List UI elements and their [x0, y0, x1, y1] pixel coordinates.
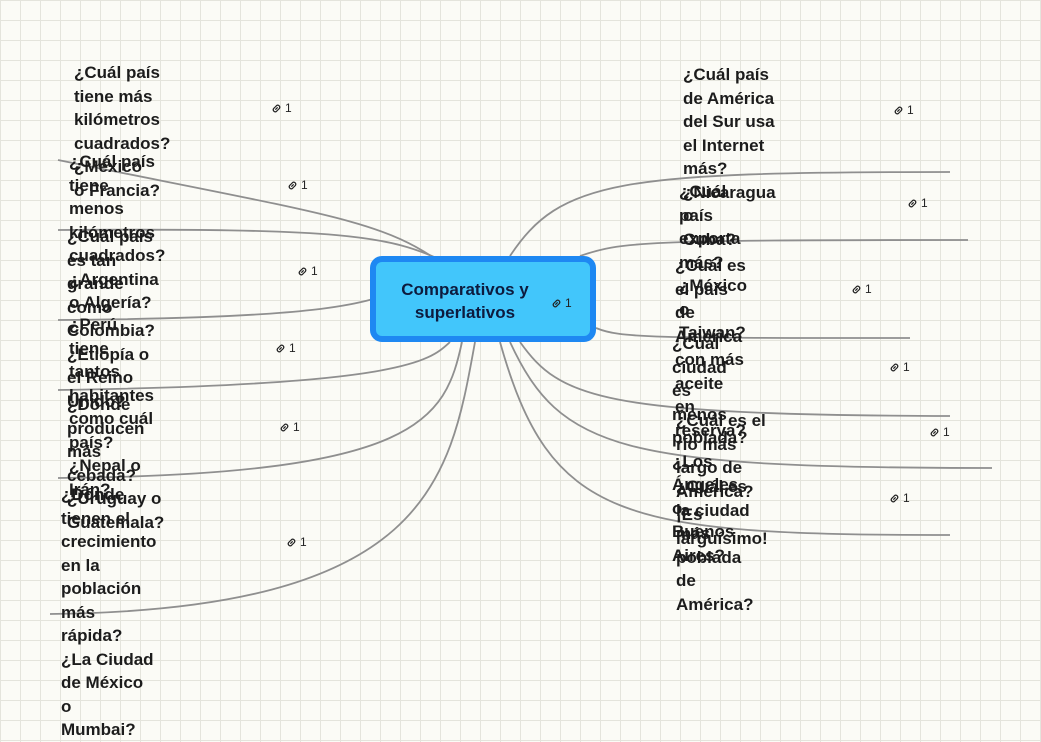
link-count: 1	[301, 178, 308, 192]
topic-link-left-6[interactable]: 1	[285, 535, 307, 549]
link-icon	[894, 106, 903, 114]
link-count: 1	[943, 425, 950, 439]
topic-label: ¿Cuál es el país de América con más acei…	[675, 256, 746, 440]
link-icon	[287, 538, 296, 546]
link-count: 1	[903, 360, 910, 374]
link-icon	[930, 428, 939, 436]
link-count: 1	[903, 491, 910, 505]
link-icon	[272, 104, 281, 112]
topic-label: ¿Cuál país tiene más kilómetros cuadrado…	[74, 63, 171, 200]
central-topic[interactable]: Comparativos y superlativos 1	[370, 256, 596, 342]
link-icon	[288, 181, 297, 189]
link-icon	[890, 363, 899, 371]
central-topic-label: Comparativos y superlativos	[401, 280, 529, 322]
topic-label: ¿Cuál país de América del Sur usa el Int…	[683, 65, 776, 249]
link-count: 1	[289, 341, 296, 355]
connector-right-6	[499, 341, 951, 536]
topic-label: ¿Cuál es el río más largo de América? ¡E…	[676, 411, 768, 548]
topic-label: ¿Cuál ciudad es menos poblada? ¿Los Ánge…	[672, 334, 748, 565]
topic-link-right-4[interactable]: 1	[888, 360, 910, 374]
link-icon	[908, 199, 917, 207]
topic-label: ¿Cuál país es tan grande como Colombia? …	[67, 227, 155, 411]
link-count: 1	[300, 535, 307, 549]
link-icon	[298, 267, 307, 275]
topic-link-right-1[interactable]: 1	[892, 103, 914, 117]
topic-label: ¿Dónde producen más cebada? ¿Uruguay o G…	[67, 395, 165, 532]
topic-link-left-2[interactable]: 1	[286, 178, 308, 192]
link-icon	[852, 285, 861, 293]
topic-label: ¿Dónde tienen el crecimiento en la pobla…	[61, 485, 157, 739]
topic-link-left-5[interactable]: 1	[278, 420, 300, 434]
topic-link-right-3[interactable]: 1	[850, 282, 872, 296]
topic-label: ¿Perú tiene tantos habitantes como cuál …	[69, 315, 155, 499]
topic-link-right-6[interactable]: 1	[888, 491, 910, 505]
connector-right-2	[579, 239, 969, 257]
connector-right-3	[595, 327, 911, 339]
link-count: 1	[865, 282, 872, 296]
link-count: 1	[565, 296, 572, 310]
topic-label: ¿Cuál es la ciudad más poblada de Améric…	[676, 477, 754, 614]
link-count: 1	[293, 420, 300, 434]
connector-right-5	[509, 341, 993, 469]
topic-link-left-1[interactable]: 1	[270, 101, 292, 115]
connector-left-5	[57, 341, 463, 479]
topic-link-left-4[interactable]: 1	[274, 341, 296, 355]
topic-link-right-2[interactable]: 1	[906, 196, 928, 210]
connector-left-1	[57, 159, 441, 263]
connector-left-6	[49, 341, 476, 615]
topic-link-left-3[interactable]: 1	[296, 264, 318, 278]
connector-right-1	[509, 171, 951, 257]
connector-right-4	[519, 341, 951, 417]
link-count: 1	[285, 101, 292, 115]
link-icon	[552, 299, 561, 307]
topic-link-right-5[interactable]: 1	[928, 425, 950, 439]
central-topic-link[interactable]: 1	[550, 296, 572, 310]
topic-label: ¿Cuál país tiene menos kilómetros cuadra…	[69, 152, 166, 312]
connector-left-2	[57, 228, 446, 263]
link-count: 1	[311, 264, 318, 278]
link-icon	[276, 344, 285, 352]
link-icon	[890, 494, 899, 502]
topic-label: ¿Cuál país exporta más? ¿México o Taiwan…	[679, 182, 748, 342]
link-count: 1	[907, 103, 914, 117]
link-count: 1	[921, 196, 928, 210]
link-icon	[280, 423, 289, 431]
connector-left-4	[57, 341, 451, 391]
